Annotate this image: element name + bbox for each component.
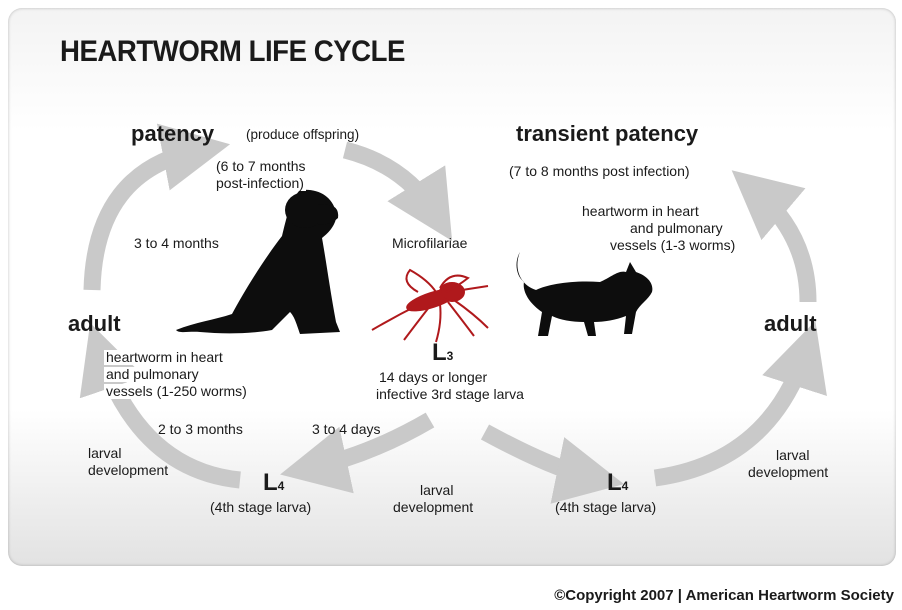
transient-patency-label: transient patency	[516, 122, 698, 145]
l3-to-l4-duration: 3 to 4 days	[312, 422, 381, 437]
l3-stage-label: L3	[432, 340, 453, 365]
center-larval-dev-line2: development	[393, 500, 473, 515]
dog-adult-label: adult	[68, 312, 121, 335]
cat-silhouette	[517, 252, 653, 336]
diagram-title: HEARTWORM LIFE CYCLE	[60, 36, 405, 68]
cat-l4-desc: (4th stage larva)	[555, 500, 656, 515]
l3-desc-line2: infective 3rd stage larva	[376, 387, 524, 402]
l4-to-adult-duration: 2 to 3 months	[158, 422, 243, 437]
dog-larval-dev-line2: development	[88, 463, 168, 478]
adult-to-patency-duration: 3 to 4 months	[134, 236, 219, 251]
cat-larval-dev-line2: development	[748, 465, 828, 480]
patency-label: patency	[131, 122, 214, 145]
dog-larval-dev-line1: larval	[88, 446, 121, 461]
cat-l4-stage-label: L4	[607, 470, 628, 495]
patency-time-line1: (6 to 7 months	[214, 159, 308, 174]
arrow-l3-to-cat-l4	[485, 432, 594, 478]
dog-adult-desc-line1: heartworm in heart	[104, 350, 225, 365]
patency-note: (produce offspring)	[246, 128, 359, 142]
l3-desc-line1: 14 days or longer	[379, 370, 487, 385]
mosquito-drawing	[372, 270, 488, 342]
cat-desc-line3: vessels (1-3 worms)	[608, 238, 737, 253]
arrow-patency-to-microfilariae	[345, 150, 436, 215]
transient-patency-time: (7 to 8 months post infection)	[507, 164, 692, 179]
dog-adult-desc-line3: vessels (1-250 worms)	[104, 384, 249, 399]
arrow-cat-adult-to-patency	[755, 190, 808, 302]
dog-l4-desc: (4th stage larva)	[210, 500, 311, 515]
cat-adult-label: adult	[764, 312, 817, 335]
cat-desc-line2: and pulmonary	[628, 221, 725, 236]
arrow-adult-to-patency	[92, 150, 200, 290]
copyright-notice: ©Copyright 2007 | American Heartworm Soc…	[554, 588, 894, 604]
microfilariae-label: Microfilariae	[392, 236, 467, 251]
dog-adult-desc-line2: and pulmonary	[104, 367, 201, 382]
cat-larval-dev-line1: larval	[776, 448, 809, 463]
center-larval-dev-line1: larval	[420, 483, 453, 498]
cat-desc-line1: heartworm in heart	[580, 204, 701, 219]
dog-l4-stage-label: L4	[263, 470, 284, 495]
dog-silhouette	[176, 190, 340, 334]
patency-time-line2: post-infection)	[214, 176, 306, 191]
